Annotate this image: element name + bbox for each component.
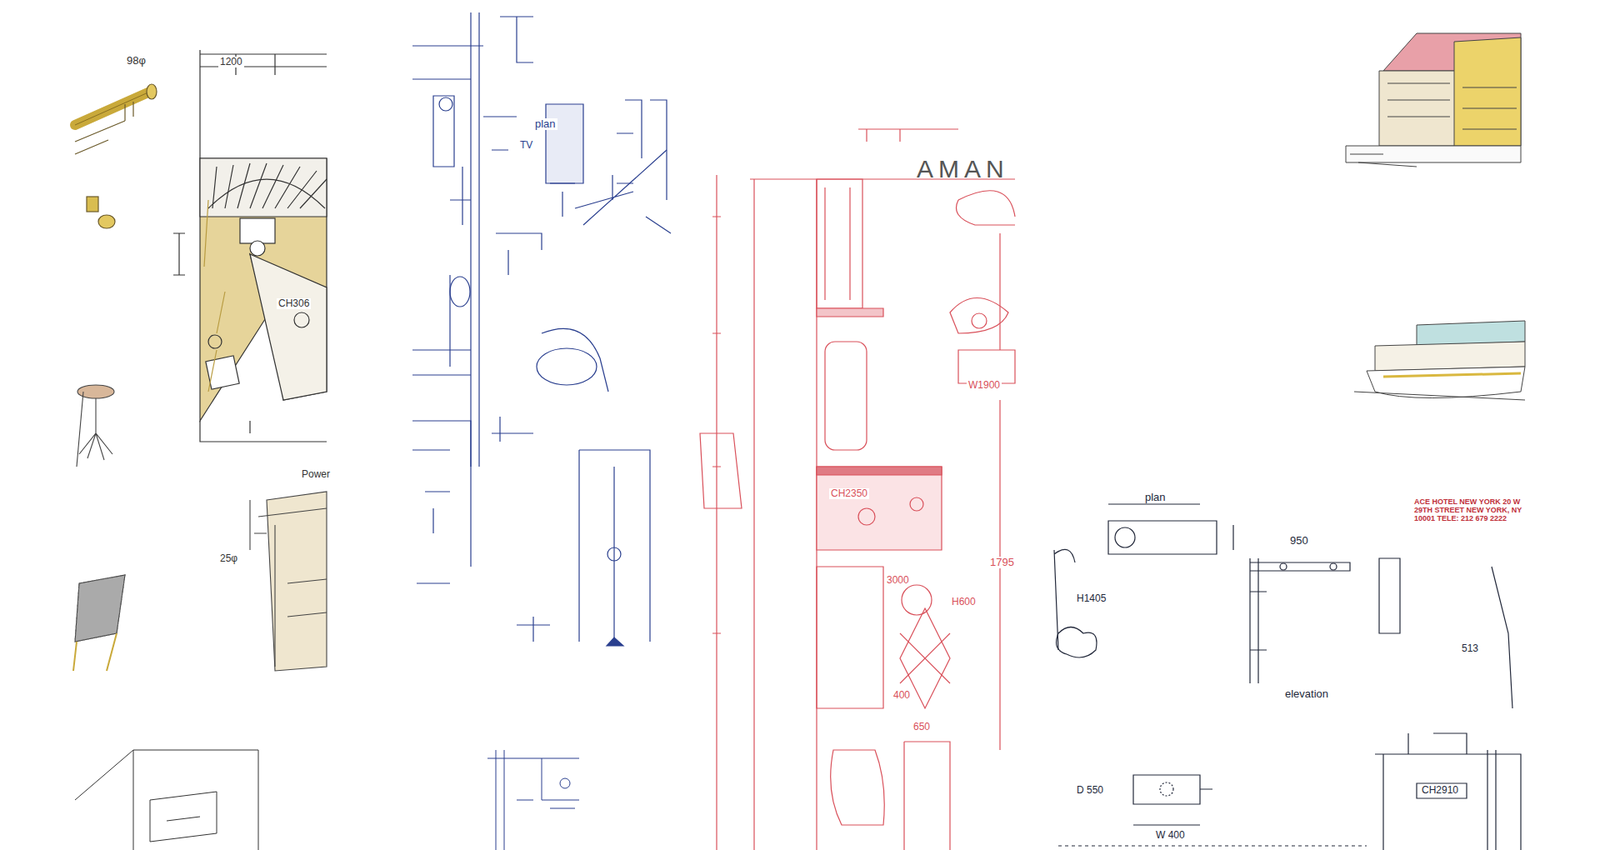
sketch-note: 1200 xyxy=(218,56,245,68)
blue-plan-sketch xyxy=(412,12,671,646)
floor-plan-sketch xyxy=(173,50,327,442)
boat-illustration xyxy=(1354,320,1525,400)
red-plan-sketch xyxy=(700,129,1015,850)
sketch-note: CH306 xyxy=(276,298,311,310)
building-illustration xyxy=(1345,33,1521,167)
handrail-sketch xyxy=(75,84,157,229)
sketch-note: H600 xyxy=(950,596,978,608)
sketch-note: Power xyxy=(300,469,332,480)
sketch-note: plan xyxy=(533,118,558,130)
sketch-note: 25φ xyxy=(218,553,240,565)
chair-sketch xyxy=(73,385,327,671)
sketch-note: H1405 xyxy=(1075,593,1108,605)
sketch-note: W1900 xyxy=(966,380,1002,391)
sketch-note: 950 xyxy=(1288,535,1310,547)
sketch-note: ACE HOTEL NEW YORK 20 W 29TH STREET NEW … xyxy=(1412,498,1525,524)
sketch-note: 400 xyxy=(891,690,912,701)
sketch-note: CH2910 xyxy=(1420,785,1460,796)
sketch-note: 3000 xyxy=(885,575,911,586)
sketch-note: elevation xyxy=(1283,688,1330,700)
sketch-note: 98φ xyxy=(125,55,148,67)
blue-bottom-sketch xyxy=(487,750,580,850)
sketch-note: TV xyxy=(518,140,535,151)
sketch-note: W 400 xyxy=(1154,830,1187,841)
bottom-left-sketch xyxy=(75,750,259,850)
elevation-sketch xyxy=(1054,504,1521,850)
sketch-note: 650 xyxy=(911,721,932,733)
sketch-note: 513 xyxy=(1460,643,1480,655)
sketch-note: 1795 xyxy=(988,556,1016,569)
sketch-note: plan xyxy=(1143,491,1168,504)
brand-title: AMAN xyxy=(915,155,1011,183)
sketch-note: CH2350 xyxy=(829,488,870,500)
sketch-note: D 550 xyxy=(1075,785,1105,796)
